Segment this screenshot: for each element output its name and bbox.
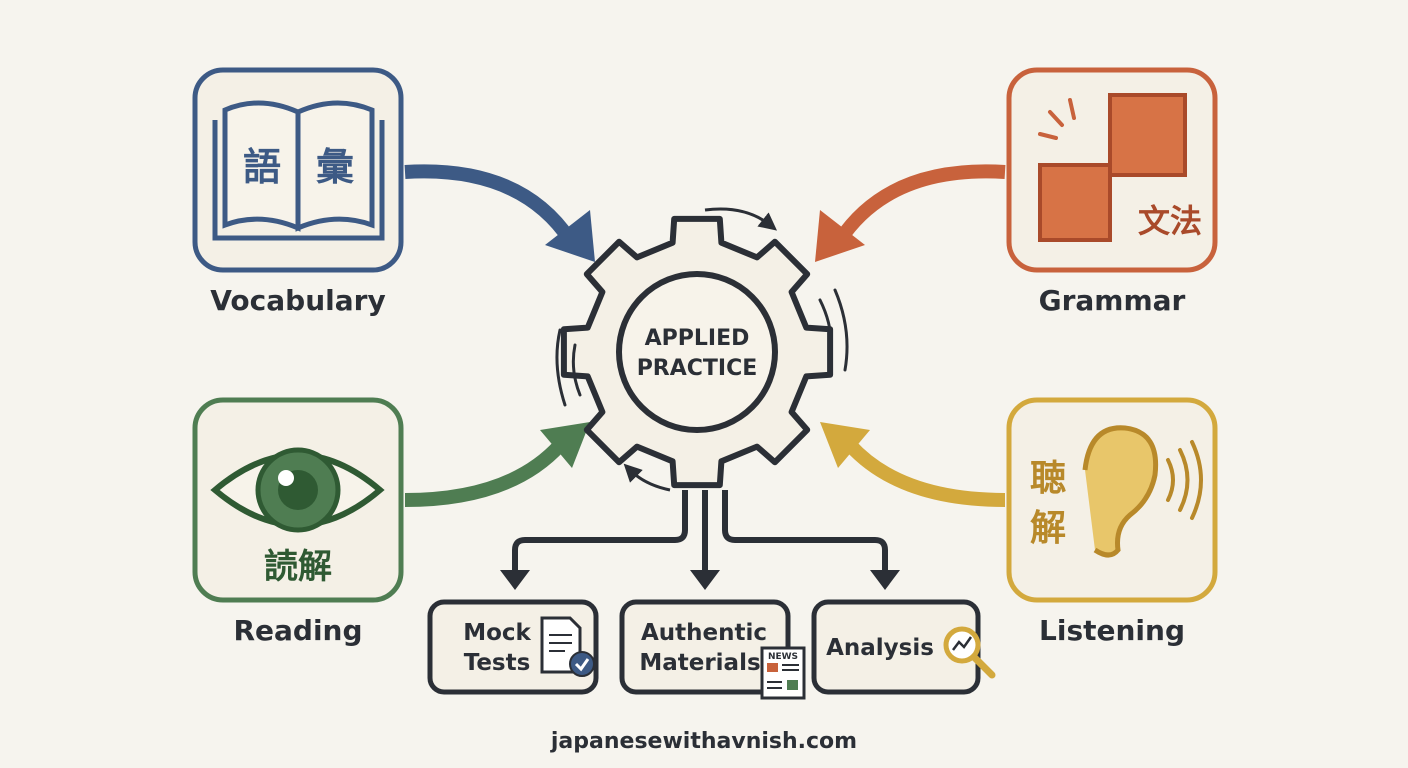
mock-tests-line-1: Mock <box>463 620 531 646</box>
reading-arrowhead <box>540 422 590 468</box>
center-line-2: PRACTICE <box>637 356 758 381</box>
listening-kanji-1: 聴 <box>1030 458 1066 499</box>
news-badge: NEWS <box>768 652 798 662</box>
ear-icon <box>1082 425 1203 558</box>
listening-label: Listening <box>1039 614 1185 647</box>
grammar-kanji: 文法 <box>1138 202 1202 240</box>
rotation-arrow-icon <box>704 207 778 231</box>
reading-arrow <box>404 440 566 507</box>
document-check-icon <box>540 616 595 677</box>
grammar-arrowhead <box>815 210 865 262</box>
eye-icon <box>210 447 385 533</box>
gear: APPLIED PRACTICE <box>555 207 849 492</box>
vocabulary-node: 語 彙 Vocabulary <box>192 67 404 317</box>
magnifier-chart-icon <box>943 626 996 679</box>
vocabulary-kanji-1: 語 <box>243 145 281 189</box>
reading-node: 読解 Reading <box>192 397 404 647</box>
listening-node: 聴 解 Listening <box>1006 397 1218 647</box>
grammar-arrow <box>834 164 1006 244</box>
grammar-label: Grammar <box>1039 284 1186 317</box>
grammar-node: 文法 Grammar <box>1006 67 1218 317</box>
footer-url[interactable]: japanesewithavnish.com <box>550 729 857 754</box>
output-mock-tests: Mock Tests <box>427 599 599 695</box>
puzzle-icon: 文法 <box>1038 93 1202 242</box>
center-line-1: APPLIED <box>645 326 750 351</box>
analysis-label: Analysis <box>826 635 934 661</box>
listening-kanji-2: 解 <box>1030 508 1066 549</box>
motion-lines <box>555 288 849 407</box>
authentic-materials-line-1: Authentic <box>641 620 767 646</box>
vocabulary-label: Vocabulary <box>210 284 385 317</box>
vocabulary-arrowhead <box>545 210 595 262</box>
reading-kanji: 読解 <box>264 547 332 587</box>
vocabulary-arrow <box>404 164 576 244</box>
authentic-materials-line-2: Materials <box>639 650 760 676</box>
output-authentic-materials: Authentic Materials NEWS <box>619 599 806 700</box>
listening-arrow <box>844 440 1006 507</box>
open-book-icon: 語 彙 <box>212 100 385 241</box>
mock-tests-line-2: Tests <box>464 650 531 676</box>
newspaper-icon: NEWS <box>760 646 806 700</box>
rotation-arrow-icon <box>623 463 671 492</box>
output-analysis: Analysis <box>811 599 996 695</box>
vocabulary-kanji-2: 彙 <box>316 145 354 189</box>
reading-label: Reading <box>233 614 362 647</box>
output-connectors <box>512 490 888 578</box>
listening-arrowhead <box>820 422 870 468</box>
